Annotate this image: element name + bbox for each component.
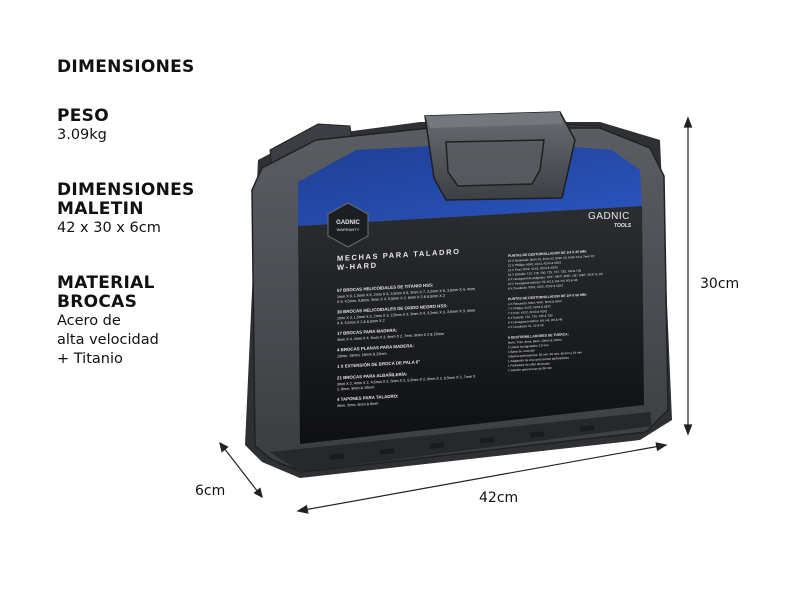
case-dimensions-label-line2: MALETIN (57, 199, 144, 219)
right-section-line: 8 X Cuadrado: #0X2, #1X2, #2X2 & #3X2 (508, 283, 563, 290)
label-text-left: MECHAS PARA TALADRO W-HARD 57 BROCAS HEL… (337, 247, 476, 408)
depth-dimension-line (219, 441, 263, 499)
right-section-line: 12 X Pozi: #0X2, #1X3, #2X4 & #3X3 (508, 265, 558, 272)
right-section-heading: PUNTAS DE DESTORNILLADOR DE 1/4 X 50 MM: (508, 293, 587, 302)
left-section-heading: 4 BROCAS PLANAS PARA MADERA: (337, 343, 415, 352)
right-section-line: 10 X Ranurado: 3mm X2, 4mm X2, 5mm X2, 6… (508, 254, 595, 263)
warranty-badge: GADNIC WARRANTY (327, 202, 369, 248)
label-text-right: PUNTAS DE DESTORNILLADOR DE 1/4 X 25 MM:… (508, 249, 603, 373)
right-section-line: 5mm, 7mm, 8mm, 9mm, 10mm & 12mm (508, 338, 562, 345)
height-measurement: 30cm (700, 276, 740, 292)
right-section-line: 4 Barras perforadoras: 32 mm, 60 mm, 45 … (508, 350, 582, 358)
material-value-line2: alta velocidad (57, 332, 159, 348)
right-section-heading: 9 DESTORNILLADORES DE TUERCA: (508, 332, 569, 339)
left-section-line: 3mm, 5mm, 6mm & 8mm (337, 402, 378, 408)
right-section-line: 1 Adaptador de cruz para barras perforad… (508, 356, 569, 364)
right-section-line: 7 X Phillips: #1X2, #2X3 & #3X2 (508, 304, 551, 310)
left-section-heading: 4 TAPONES PARA TALADRO: (337, 393, 399, 402)
material-label-line1: MATERIAL (57, 273, 155, 293)
badge-line1: GADNIC (336, 220, 360, 226)
left-section-heading: 57 BROCAS HELICOIDALES DE TITANIO HSS: (337, 282, 434, 293)
case-feet (329, 425, 595, 460)
weight-label: PESO (57, 106, 109, 126)
brand-logo: GADNIC TOOLS (588, 211, 632, 229)
right-section-line: 1 Perforador de cifan ahuecado (508, 361, 550, 367)
case-dimensions-label-line1: DIMENSIONES (57, 180, 195, 200)
left-section-heading: 1 X EXTENSIÓN DE BROCA DE PALA 6" (337, 359, 420, 369)
right-section-line: 8 X Hexagonal de pulgadas: 1/16", 5/64",… (508, 272, 603, 282)
left-section-heading: 17 BROCAS PARA MADERA: (337, 328, 398, 336)
right-section-line: 10 X Hexagonal métrico: H2, H2.5, H3, H4… (508, 278, 578, 286)
left-section-line: 2, 8mm, 9mm & 10mm (337, 385, 374, 391)
left-section-line: X 4, 5,5mm X 2 & 6,5mm X 2 (337, 319, 385, 326)
right-section-line: 4 X Ranurado: 3mm, 4mm, 5mm & 6mm (508, 299, 562, 306)
left-spec-sections: 57 BROCAS HELICOIDALES DE TITANIO HSS:1m… (337, 282, 476, 408)
right-section-line: 16 X Estrella: T10, T15, T20, T25, T27, … (508, 269, 582, 277)
case-dimensions-value: 42 x 30 x 6cm (57, 220, 161, 236)
right-section-heading: PUNTAS DE DESTORNILLADOR DE 1/4 X 25 MM: (508, 249, 587, 258)
left-section-line: X 4, 4,5mm, 4,8mm, 5mm X 4, 5,5mm X 2, 6… (337, 294, 445, 304)
height-dimension-line (683, 116, 693, 436)
left-section-line: 13mm, 16mm, 19mm & 22mm (337, 352, 387, 359)
right-section-line: 1 Soporte para brocas de 58 mm (508, 366, 552, 373)
weight-value: 3.09kg (57, 127, 107, 143)
right-section-line: 6 X Hexagonal métrico: H3, H4, H5 & H6 (508, 317, 563, 324)
page-title: DIMENSIONES (57, 57, 195, 77)
case-label-blue-panel (298, 146, 642, 226)
right-section-line: 4 X Cuadrado: #1, #2 & #3 (508, 323, 544, 329)
width-measurement: 42cm (479, 490, 519, 506)
right-section-line: 12 X Phillips: #0X2, #1X4, #2X4 & #3X2 (508, 261, 561, 268)
left-section-line: 1mm X 3, 1,5mm X 3, 2mm X 3, 2,5mm X 3, … (337, 309, 475, 321)
brand-sub: TOOLS (614, 223, 632, 229)
badge-line2: WARRANTY (337, 227, 360, 232)
width-dimension-line (296, 442, 668, 514)
brand-name: GADNIC (588, 211, 630, 222)
right-section-line: 7 X Pozi: #1X2, #2X3 & #3X2 (508, 309, 547, 315)
depth-measurement: 6cm (195, 483, 226, 499)
material-value-line1: Acero de (57, 313, 121, 329)
left-section-line: 3mm X 4, 4mm X 4, 5mm X 3, 6mm X 2, 7mm,… (337, 332, 444, 342)
material-value-line3: + Titanio (57, 351, 123, 367)
right-section-line: 1 Barra de conexión (508, 348, 535, 354)
case-label-black-panel (298, 206, 644, 444)
left-section-heading: 30 BROCAS HELICOIDALES DE OXIDO NEGRO HS… (337, 303, 448, 314)
product-title-2: W-HARD (337, 261, 378, 272)
right-spec-sections: PUNTAS DE DESTORNILLADOR DE 1/4 X 25 MM:… (508, 249, 603, 373)
case-bottom-rim (270, 412, 652, 472)
material-label-line2: BROCAS (57, 292, 138, 312)
left-section-line: 1mm X 6, 1,5mm X 6, 2mm X 6, 2,5mm X 6, … (337, 287, 475, 299)
left-section-heading: 21 BROCAS PARA ALBAÑILERÍA: (337, 371, 408, 380)
right-section-line: 8 X Estrella: T10, T20, T25 & T30 (508, 313, 553, 320)
right-section-line: 2 Llaves hexagonales: 2,5 mm (508, 343, 549, 349)
handle-grip-top (425, 112, 562, 128)
